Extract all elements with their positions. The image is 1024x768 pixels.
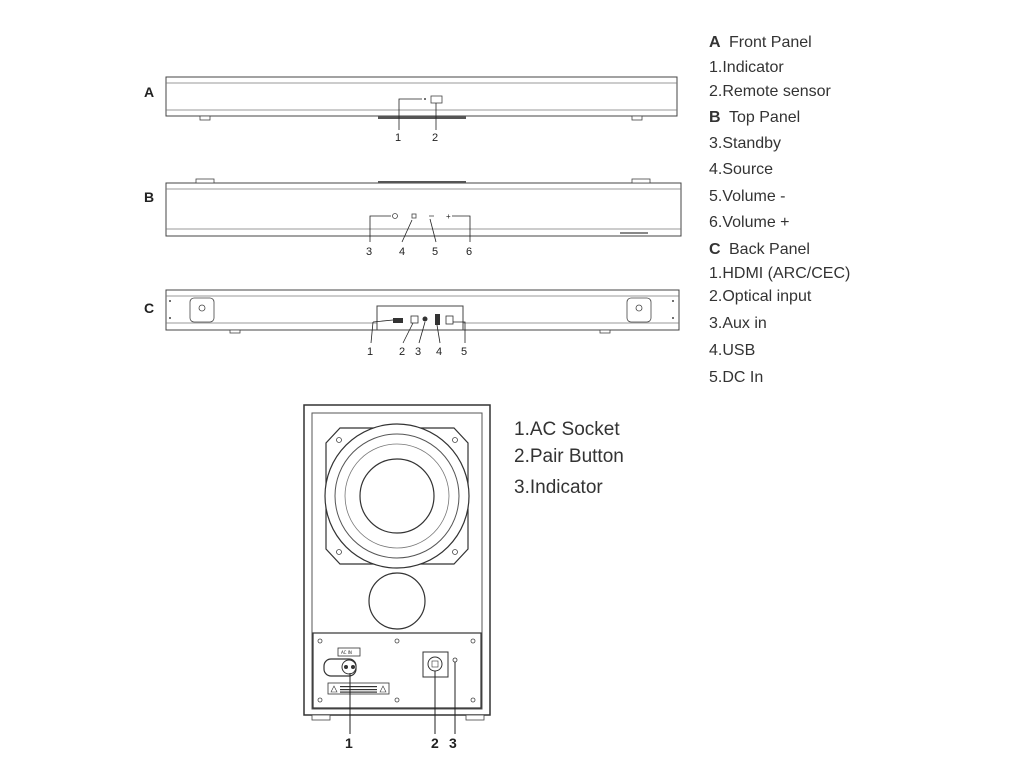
- legend-item: 2.Optical input: [709, 288, 812, 305]
- aux-port: [422, 316, 428, 322]
- top-callout-5: 5: [432, 246, 438, 258]
- top-panel-drawing: B + 3 4 5 6: [144, 178, 682, 258]
- legend-back-title: Back Panel: [729, 241, 810, 258]
- wall-mount-left: [189, 297, 215, 323]
- legend-item: 1.HDMI (ARC/CEC): [709, 265, 851, 282]
- back-callout-5: 5: [461, 346, 467, 358]
- legend-front-letter: A: [709, 34, 721, 51]
- back-callout-3: 3: [415, 346, 421, 358]
- legend-front-title: Front Panel: [729, 34, 812, 51]
- ac-in-label: AC IN: [341, 650, 352, 655]
- front-indicator-led: [424, 98, 426, 100]
- back-callout-2: 2: [399, 346, 405, 358]
- legend-item: 6.Volume +: [709, 214, 790, 231]
- legend-item: 2.Remote sensor: [709, 83, 831, 100]
- back-callout-4: 4: [436, 346, 442, 358]
- legend-item: 4.USB: [709, 342, 756, 359]
- legend-item: 3.Aux in: [709, 315, 767, 332]
- usb-port: [435, 314, 440, 325]
- warning-label: [327, 682, 390, 695]
- legend-item: 1.Indicator: [709, 59, 784, 76]
- sub-callout-1: 1: [345, 735, 353, 751]
- sub-legend-item: 2.Pair Button: [514, 446, 624, 467]
- volume-up-button: +: [446, 212, 451, 221]
- hdmi-port: [393, 318, 403, 323]
- panel-b-letter: B: [144, 189, 154, 205]
- legend-back-header: C Back Panel: [709, 241, 810, 259]
- front-callout-1: 1: [395, 132, 401, 144]
- top-callout-3: 3: [366, 246, 372, 258]
- legend-top-letter: B: [709, 109, 721, 126]
- panel-a-letter: A: [144, 84, 154, 100]
- standby-button: [392, 213, 398, 219]
- woofer-dust-cap: [359, 458, 435, 534]
- legend-top-title: Top Panel: [729, 109, 801, 126]
- front-panel-drawing: A 1 2: [144, 76, 678, 144]
- legend-back-letter: C: [709, 241, 721, 258]
- legend-item: 4.Source: [709, 161, 774, 178]
- bass-port: [368, 572, 426, 630]
- optical-port: [410, 315, 419, 324]
- top-callout-6: 6: [466, 246, 472, 258]
- legend-top-header: B Top Panel: [709, 109, 800, 127]
- sub-legend-item: 1.AC Socket: [514, 419, 620, 440]
- legend-item: 3.Standby: [709, 135, 782, 152]
- legend-item: 5.Volume -: [709, 188, 786, 205]
- sub-indicator-led: [452, 657, 458, 663]
- source-button: [411, 213, 417, 219]
- dc-in-port: [445, 315, 454, 325]
- sub-legend-item: 3.Indicator: [514, 477, 603, 498]
- back-callout-1: 1: [367, 346, 373, 358]
- back-panel-drawing: C 1 2 3 4 5: [144, 289, 680, 358]
- front-callout-2: 2: [432, 132, 438, 144]
- connector-bay: [376, 305, 464, 331]
- top-callout-4: 4: [399, 246, 405, 258]
- legend-front-header: A Front Panel: [709, 34, 812, 52]
- pair-button: [427, 656, 443, 672]
- legend-item: 5.DC In: [709, 369, 764, 386]
- remote-sensor-window: [430, 95, 443, 104]
- subwoofer-drawing: AC IN 1 2 3: [303, 404, 491, 751]
- wall-mount-right: [626, 297, 652, 323]
- panel-c-letter: C: [144, 300, 154, 316]
- sub-callout-3: 3: [449, 735, 457, 751]
- sub-callout-2: 2: [431, 735, 439, 751]
